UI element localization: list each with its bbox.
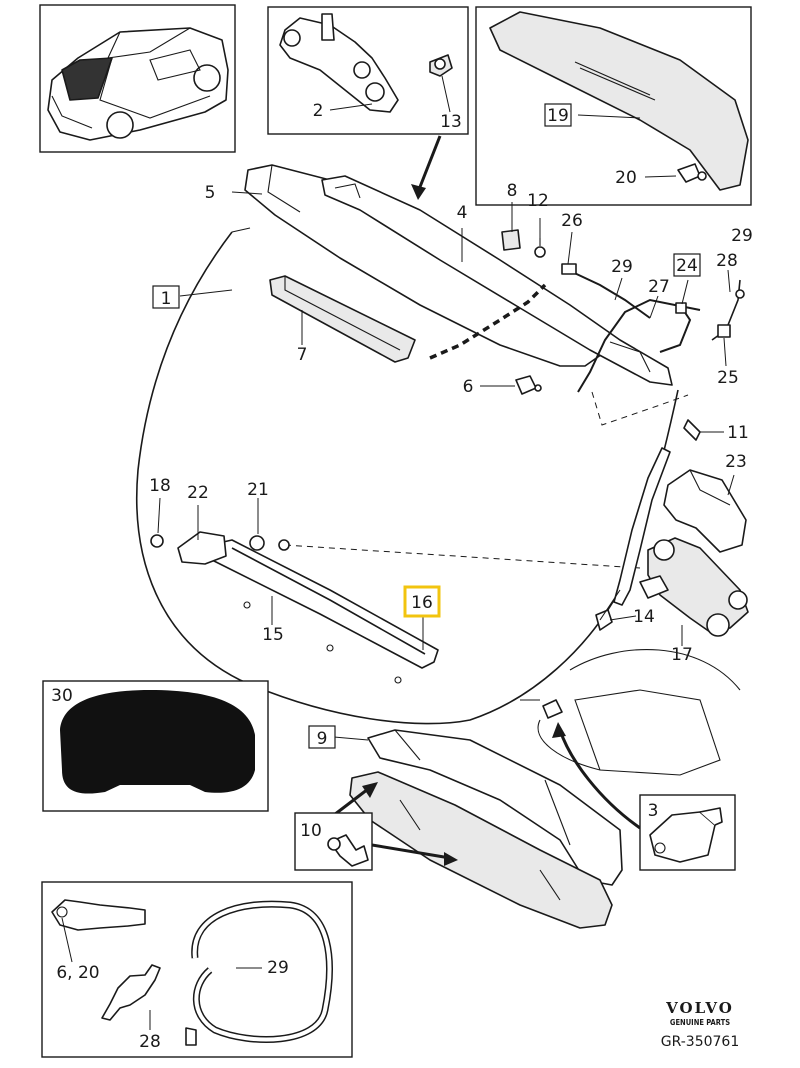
callout-2: 2: [313, 101, 324, 121]
callout-7: 7: [297, 345, 308, 365]
callout-17: 17: [671, 645, 693, 665]
leader-lines: [157, 191, 735, 741]
wiper-assembly: [150, 531, 439, 684]
motor-cover: [663, 469, 747, 553]
callout-box-9: [308, 725, 336, 749]
callout-27: 27: [648, 277, 670, 297]
callout-13: 13: [440, 112, 462, 132]
callout-12: 12: [527, 191, 549, 211]
callout-20: 20: [615, 168, 637, 188]
fasteners: [501, 229, 701, 441]
callout-16: 16: [411, 593, 433, 613]
callout-box-24: [673, 253, 701, 277]
brand-block: VOLVO GENUINE PARTS GR-350761: [661, 999, 740, 1050]
callout-9: 9: [317, 729, 328, 749]
diagram-reference: GR-350761: [661, 1034, 740, 1050]
bumper-inset: [639, 794, 736, 871]
brake-light: [269, 275, 416, 363]
callout-box-1: [152, 285, 180, 309]
callout-29-top: 29: [731, 226, 753, 246]
hinge-assembly: [321, 175, 673, 386]
clip-inset: [294, 812, 373, 871]
callout-29-main: 29: [611, 257, 633, 277]
callout-8: 8: [507, 181, 518, 201]
callout-6-20: 6, 20: [56, 963, 99, 983]
callout-19: 19: [547, 106, 569, 126]
callout-24: 24: [676, 256, 698, 276]
callout-22: 22: [187, 483, 209, 503]
tailgate-trim: [367, 729, 623, 886]
callout-26: 26: [561, 211, 583, 231]
callout-28: 28: [716, 251, 738, 271]
accessories-inset: [41, 881, 353, 1058]
gas-strut: [595, 447, 671, 631]
callout-14: 14: [633, 607, 655, 627]
brand-tagline: GENUINE PARTS: [670, 1018, 730, 1027]
wiper-motor: [639, 537, 749, 637]
callout-3: 3: [648, 801, 659, 821]
callout-4: 4: [457, 203, 468, 223]
callout-30: 30: [51, 686, 73, 706]
callout-box-19: [544, 103, 572, 127]
callout-29-inset: 29: [267, 958, 289, 978]
callout-18: 18: [149, 476, 171, 496]
callout-6: 6: [463, 377, 474, 397]
sealing-pad-inset: [42, 680, 269, 812]
callout-23: 23: [725, 452, 747, 472]
callout-15: 15: [262, 625, 284, 645]
wiring-harness: [561, 263, 745, 393]
hinge-inset: [267, 6, 469, 135]
callout-1: 1: [161, 289, 172, 309]
spoiler-inset: [475, 6, 752, 206]
callout-21: 21: [247, 480, 269, 500]
brand-logo: VOLVO: [665, 999, 734, 1017]
callout-5: 5: [205, 183, 216, 203]
callout-28-inset: 28: [139, 1032, 161, 1052]
callout-25: 25: [717, 368, 739, 388]
callout-11: 11: [727, 423, 749, 443]
body-panel: [520, 649, 741, 776]
highlighted-callout-box-16: [403, 585, 441, 618]
car-overview-inset: [39, 4, 236, 153]
callout-10: 10: [300, 821, 322, 841]
